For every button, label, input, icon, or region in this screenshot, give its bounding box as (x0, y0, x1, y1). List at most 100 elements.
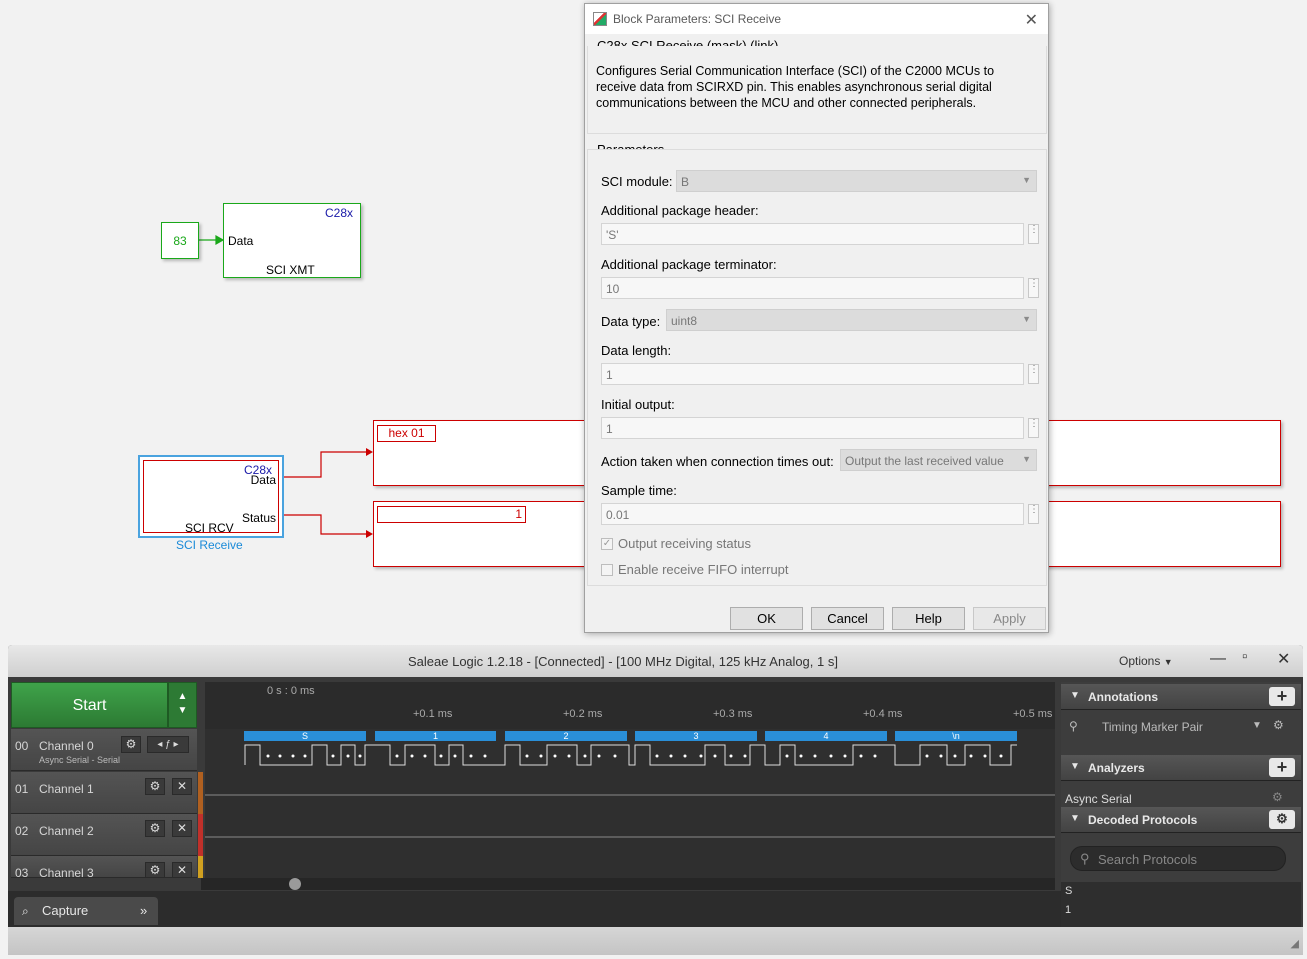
double-chevron-icon[interactable]: » (140, 903, 148, 918)
time-tick: +0.4 ms (863, 708, 903, 720)
simulink-icon (593, 12, 607, 26)
output-status-checkbox[interactable]: ✓Output receiving status (601, 536, 751, 551)
sample-time-field[interactable]: 0.01 (601, 503, 1024, 525)
waveform-area[interactable] (205, 729, 1055, 878)
tab-capture[interactable]: ⌕ Capture » (14, 897, 158, 925)
chevron-down-icon: ▼ (1022, 314, 1031, 324)
close-icon[interactable]: ✕ (172, 820, 192, 837)
channel-name: Channel 3 (39, 866, 94, 878)
channel-color-swatch (198, 772, 203, 814)
dialog-title: Block Parameters: SCI Receive (613, 12, 782, 26)
horizontal-scrollbar[interactable] (201, 878, 1055, 890)
saleae-logic-window: Saleae Logic 1.2.18 - [Connected] - [100… (8, 645, 1303, 955)
timeout-value: Output the last received value (845, 454, 1004, 468)
sci-receive-block[interactable]: C28x Data Status SCI RCV (138, 455, 284, 538)
list-item[interactable]: 1 (1065, 904, 1072, 916)
datalength-field[interactable]: 1 (601, 363, 1024, 385)
close-icon[interactable]: ✕ (172, 862, 192, 877)
decoded-frame[interactable]: 4 (765, 731, 887, 741)
analyzer-name: Async Serial (1065, 792, 1132, 806)
start-button[interactable]: Start (11, 682, 168, 728)
gear-icon[interactable]: ⚙ (1273, 718, 1284, 732)
chevron-down-icon: ▼ (1022, 454, 1031, 464)
triangle-down-icon[interactable]: ▼ (1252, 720, 1262, 731)
channel-name: Channel 1 (39, 782, 94, 796)
channel-row[interactable]: 03 Channel 3 ⚙ ✕ (11, 856, 197, 878)
options-menu[interactable]: Options ▼ (1119, 654, 1173, 668)
xmt-port-data: Data (228, 234, 254, 248)
constant-block[interactable]: 83 (161, 222, 199, 259)
saleae-titlebar[interactable]: Saleae Logic 1.2.18 - [Connected] - [100… (8, 645, 1303, 677)
chevron-down-icon: ▼ (177, 705, 188, 716)
annotations-title: Annotations (1088, 690, 1158, 704)
decoded-frame[interactable]: 1 (375, 731, 496, 741)
gear-icon[interactable]: ⚙ (145, 862, 165, 877)
rcv-name: SCI RCV (185, 521, 234, 535)
minimize-icon[interactable]: — (1210, 650, 1226, 667)
gear-icon[interactable]: ⚙ (145, 778, 165, 795)
sci-xmt-block[interactable]: C28x Data SCI XMT (223, 203, 361, 278)
search-protocols-input[interactable]: ⚲ Search Protocols (1070, 846, 1286, 871)
sample-time-label: Sample time: (601, 483, 677, 498)
decoded-frame[interactable]: 3 (635, 731, 757, 741)
timeout-select[interactable]: Output the last received value ▼ (840, 449, 1037, 471)
datatype-select[interactable]: uint8▼ (666, 309, 1037, 331)
fifo-interrupt-checkbox[interactable]: Enable receive FIFO interrupt (601, 562, 789, 577)
decoded-frame[interactable]: S (244, 731, 366, 741)
close-icon[interactable]: ✕ (1024, 12, 1038, 29)
start-options-stepper[interactable]: ▲▼ (168, 682, 197, 728)
chevron-down-icon: ▼ (1163, 657, 1173, 667)
sci-module-select[interactable]: B▼ (676, 170, 1037, 192)
ok-button[interactable]: OK (730, 607, 803, 630)
rcv-brand: C28x (243, 463, 272, 477)
decoded-protocols-header[interactable]: ▼ Decoded Protocols ⚙ (1061, 807, 1301, 833)
trigger-icon[interactable]: ◂ ƒ ▸ (147, 736, 189, 753)
time-tick: +0.2 ms (563, 708, 603, 720)
waveforms (205, 744, 1055, 838)
close-icon[interactable]: ✕ (1277, 651, 1291, 668)
terminator-field[interactable]: 10 (601, 277, 1024, 299)
options-label: Options (1119, 654, 1161, 668)
channel-row[interactable]: 01 Channel 1 ⚙ ✕ (11, 772, 197, 814)
rcv-port-status: Status (241, 511, 276, 525)
gear-icon[interactable]: ⚙ (1272, 790, 1283, 804)
maximize-icon[interactable]: ▫ (1242, 648, 1248, 665)
help-button[interactable]: Help (892, 607, 965, 630)
more-options-icon[interactable]: ⋮ (1028, 224, 1039, 244)
channel-number: 00 (15, 739, 29, 753)
annotations-header[interactable]: ▼ Annotations + (1061, 684, 1301, 710)
analyzers-header[interactable]: ▼ Analyzers + (1061, 755, 1301, 781)
rcv-block-label[interactable]: SCI Receive (176, 538, 243, 552)
decoded-frame[interactable]: \n (895, 731, 1017, 741)
more-options-icon[interactable]: ⋮ (1028, 504, 1039, 524)
add-analyzer-button[interactable]: + (1269, 758, 1295, 777)
channel-analyzer: Async Serial - Serial (39, 755, 121, 765)
protocol-list[interactable]: S 1 (1061, 882, 1301, 927)
xmt-brand: C28x (324, 206, 353, 220)
gear-icon[interactable]: ⚙ (121, 736, 141, 753)
close-icon[interactable]: ✕ (172, 778, 192, 795)
header-field[interactable]: 'S' (601, 223, 1024, 245)
decoded-protocols-title: Decoded Protocols (1088, 813, 1198, 827)
time-ruler[interactable]: 0 s : 0 ms +0.1 ms +0.2 ms +0.3 ms +0.4 … (205, 682, 1055, 729)
gear-icon[interactable]: ⚙ (1269, 810, 1295, 829)
list-item[interactable]: S (1065, 885, 1073, 897)
channel-name: Channel 0 (39, 739, 94, 753)
analyzer-item[interactable]: Async Serial ⚙ (1061, 782, 1301, 806)
resize-grip-icon[interactable]: ◢ (1290, 938, 1299, 950)
timing-marker-row[interactable]: ⚲ Timing Marker Pair ▼ ⚙ (1061, 712, 1301, 742)
add-annotation-button[interactable]: + (1269, 687, 1295, 706)
more-options-icon[interactable]: ⋮ (1028, 418, 1039, 438)
apply-button[interactable]: Apply (973, 607, 1046, 630)
cancel-button[interactable]: Cancel (811, 607, 884, 630)
decoded-frame[interactable]: 2 (505, 731, 627, 741)
datatype-label: Data type: (601, 314, 661, 329)
gear-icon[interactable]: ⚙ (145, 820, 165, 837)
more-options-icon[interactable]: ⋮ (1028, 364, 1039, 384)
dialog-titlebar[interactable]: Block Parameters: SCI Receive ✕ (585, 4, 1048, 34)
initial-output-field[interactable]: 1 (601, 417, 1024, 439)
channel-row[interactable]: 02 Channel 2 ⚙ ✕ (11, 814, 197, 856)
scroll-thumb[interactable] (289, 878, 301, 890)
channel-row[interactable]: 00 Async Serial - Serial Channel 0 Async… (11, 729, 197, 771)
more-options-icon[interactable]: ⋮ (1028, 278, 1039, 298)
